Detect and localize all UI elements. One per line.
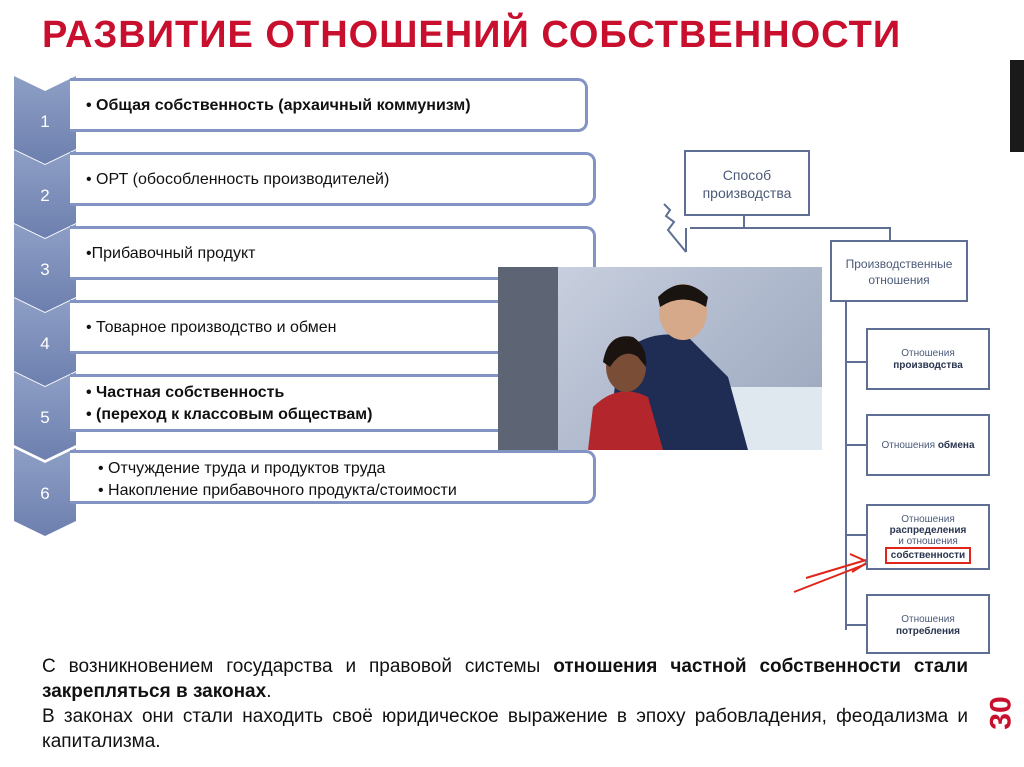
step-box: • Отчуждение труда и продуктов труда • Н… — [70, 450, 596, 504]
step-text: • Накопление прибавочного продукта/стоим… — [98, 482, 457, 499]
diagram-connectors — [663, 203, 891, 630]
diagram-box-production-mode: Способ производства — [684, 150, 810, 216]
step-number: 1 — [40, 112, 50, 131]
diagram-label: Отношения — [901, 348, 955, 359]
highlight-property: собственности — [884, 547, 972, 564]
step-box: • Общая собственность (архаичный коммуни… — [70, 78, 588, 132]
step-number: 4 — [40, 334, 50, 353]
diagram-label: и отношения — [898, 536, 958, 547]
step-text: • Товарное производство и обмен — [86, 319, 337, 336]
diagram-label-bold: производства — [893, 360, 963, 371]
diagram-label: Отношения — [901, 514, 955, 525]
step-text: • (переход к классовым обществам) — [86, 406, 373, 423]
diagram-box-item: Отношения обмена — [866, 414, 990, 476]
diagram-box-item: Отношения распределения и отношения собс… — [866, 504, 990, 570]
diagram-box-item: Отношения производства — [866, 328, 990, 390]
diagram-label-bold: распределения — [889, 525, 967, 536]
diagram-label: Отношения — [881, 440, 936, 451]
step-number: 6 — [40, 484, 50, 503]
step-text: • Частная собственность — [86, 384, 285, 401]
photo-illustration — [498, 267, 822, 450]
step-text: •Прибавочный продукт — [86, 245, 256, 262]
paragraph-text: . — [266, 681, 272, 702]
diagram-label-bold: обмена — [937, 440, 975, 451]
paragraph-text: В законах они стали находить своё юридич… — [42, 706, 968, 752]
step-chevron: 6 — [14, 448, 76, 536]
step-text: • Отчуждение труда и продуктов труда — [98, 460, 386, 477]
body-paragraph: С возникновением государства и правовой … — [42, 654, 968, 754]
diagram-box-production-relations: Производственные отношения — [830, 240, 968, 302]
step-text: • Общая собственность (архаичный коммуни… — [86, 97, 471, 114]
photo-image — [498, 267, 822, 450]
step-number: 5 — [40, 408, 50, 427]
diagram-label: Производственные отношения — [845, 257, 953, 287]
step-chevron: 1 — [14, 76, 76, 164]
page-number: 30 — [984, 696, 1018, 730]
diagram-label: Способ производства — [702, 167, 792, 201]
step-box: • ОРТ (обособленность производителей) — [70, 152, 596, 206]
diagram-label-bold: потребления — [895, 626, 961, 637]
diagram-box-item: Отношения потребления — [866, 594, 990, 654]
paragraph-bold: отношения частной собственности стали за… — [42, 656, 969, 702]
paragraph-text: С возникновением государства и правовой … — [42, 656, 554, 677]
step-text: • ОРТ (обособленность производителей) — [86, 171, 390, 188]
step-number: 2 — [40, 186, 50, 205]
decorative-bar — [1010, 60, 1024, 152]
slide-title: РАЗВИТИЕ ОТНОШЕНИЙ СОБСТВЕННОСТИ — [42, 14, 902, 56]
diagram-label: Отношения — [901, 614, 955, 625]
step-number: 3 — [40, 260, 50, 279]
